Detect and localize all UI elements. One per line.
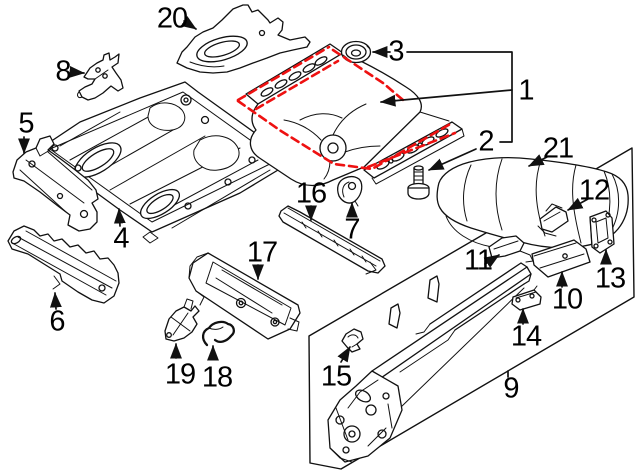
callout-4[interactable]: 4: [113, 222, 129, 255]
pan-part-17: [188, 252, 301, 340]
callout-15[interactable]: 15: [320, 360, 352, 393]
clip-part-18: [201, 320, 235, 347]
heat-shield-part-20: [176, 4, 311, 74]
callout-7[interactable]: 7: [344, 213, 360, 246]
callout-18[interactable]: 18: [201, 361, 233, 394]
bracket-part-8: [77, 52, 124, 101]
callout-11[interactable]: 11: [463, 244, 493, 277]
callout-2[interactable]: 2: [478, 125, 494, 158]
reinforcement-part-10: [531, 239, 591, 278]
callout-10[interactable]: 10: [551, 283, 583, 316]
callout-17[interactable]: 17: [246, 236, 278, 269]
floor-pan-part-4: [37, 81, 291, 244]
callout-13[interactable]: 13: [594, 262, 626, 295]
callout-14[interactable]: 14: [510, 320, 542, 353]
rail-part-16: [278, 205, 386, 275]
callout-1[interactable]: 1: [518, 74, 534, 107]
callout-20[interactable]: 20: [156, 2, 188, 35]
callout-leaders: [18, 16, 612, 378]
highlight-dashed-lines: [236, 45, 457, 171]
bracket-part-19: [164, 298, 200, 342]
bracket-part-14: [511, 285, 542, 311]
callout-5[interactable]: 5: [18, 107, 34, 140]
frame-rail-part-9: [327, 262, 532, 463]
crossmember-part-6: [7, 225, 120, 304]
callout-3[interactable]: 3: [388, 35, 404, 68]
callout-8[interactable]: 8: [55, 55, 71, 88]
callout-21[interactable]: 21: [542, 132, 574, 165]
callout-12[interactable]: 12: [578, 174, 610, 207]
callout-19[interactable]: 19: [164, 358, 196, 391]
callout-9[interactable]: 9: [503, 372, 519, 405]
callout-16[interactable]: 16: [295, 177, 327, 210]
callout-6[interactable]: 6: [49, 305, 65, 338]
bracket-part-5: [12, 135, 99, 232]
bolt-part-2: [407, 165, 430, 200]
bracket-part-12: [537, 203, 569, 237]
bracket-part-7: [337, 175, 363, 207]
plate-part-13: [589, 210, 615, 254]
clip-part-15: [341, 328, 364, 353]
